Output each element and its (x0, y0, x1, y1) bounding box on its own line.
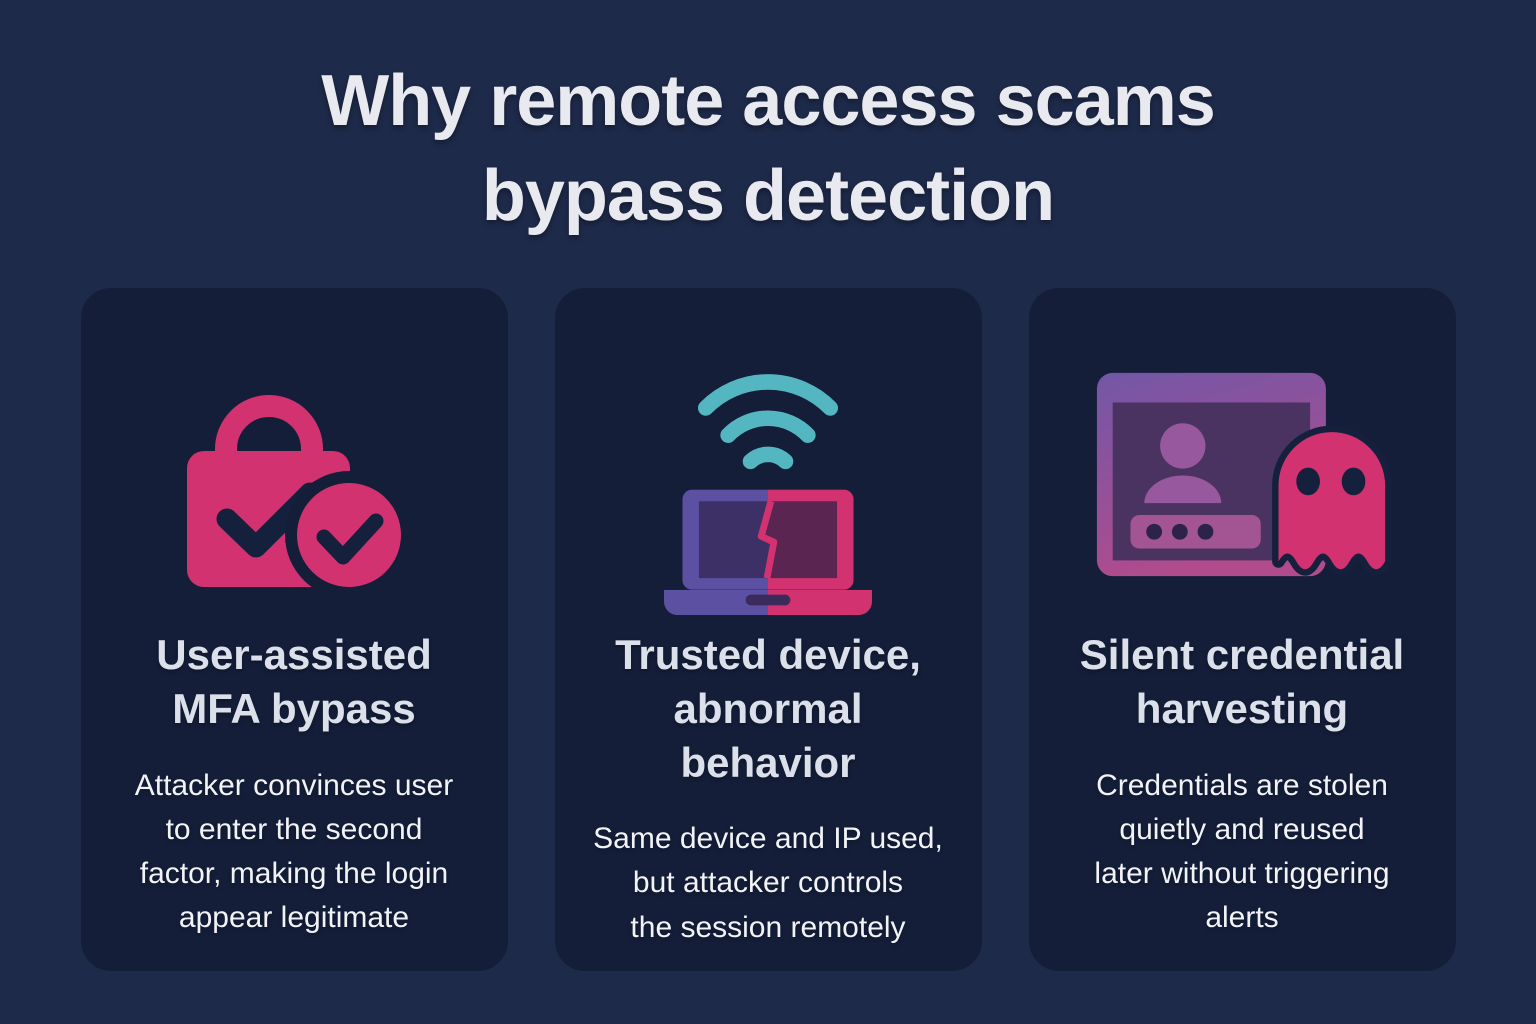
lock-mfa-check-icon-svg (187, 395, 406, 600)
card-body: Attacker convinces user to enter the sec… (134, 768, 454, 934)
card-title: Silent credential harvesting (1079, 631, 1405, 732)
laptop-wifi-split-icon (627, 330, 909, 622)
page-title: Why remote access scams bypass detection (321, 61, 1216, 237)
card-body: Credentials are stolen quietly and reuse… (1094, 768, 1390, 934)
card-trusted-device: Trusted device, abnormal behavior Same d… (554, 288, 982, 972)
laptop-wifi-split-icon-svg (663, 374, 873, 616)
card-mfa-bypass: User-assisted MFA bypass Attacker convin… (80, 288, 508, 972)
lock-mfa-check-icon (182, 330, 406, 622)
card-body: Same device and IP used, but attacker co… (593, 822, 943, 944)
card-title: Trusted device, abnormal behavior (615, 631, 921, 786)
card-credential-harvesting: Silent credential harvesting Credentials… (1028, 288, 1456, 972)
infographic-page: Why remote access scams bypass detection (0, 54, 1536, 1024)
card-title: User-assisted MFA bypass (156, 631, 432, 732)
credential-window-ghost-icon-svg (1096, 372, 1392, 576)
cards-row: User-assisted MFA bypass Attacker convin… (0, 288, 1536, 972)
credential-window-ghost-icon (1089, 330, 1395, 622)
